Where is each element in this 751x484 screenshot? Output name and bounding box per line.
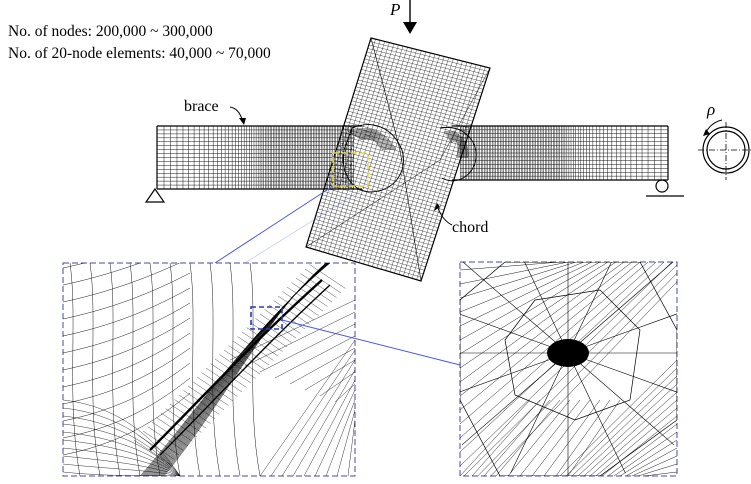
load-label: P [389,0,400,19]
chord-leader [437,207,453,226]
load-arrow [403,0,417,34]
zoom-leader-1 [214,185,334,264]
chord-label: chord [452,219,488,236]
brace-leader-head [239,118,246,125]
pin-support [144,187,166,203]
chord-leader-head [434,203,440,211]
cross-section-icon [698,119,751,180]
zoom-leader-2 [244,185,369,264]
zoom-leader-3 [281,319,461,366]
detail-panel-crack-tip [459,261,678,477]
zoom-box-weld [332,152,369,187]
angle-label: ρ [706,100,715,119]
brace-mesh-left [156,125,362,190]
elements-count-text: No. of 20-node elements: 40,000 ~ 70,000 [8,45,271,62]
brace-label: brace [184,98,219,115]
roller-support [646,179,684,197]
brace-mesh-right [452,125,669,181]
nodes-count-text: No. of nodes: 200,000 ~ 300,000 [8,23,213,40]
zoom-box-crack [250,306,283,330]
detail-panel-weld [62,262,356,477]
